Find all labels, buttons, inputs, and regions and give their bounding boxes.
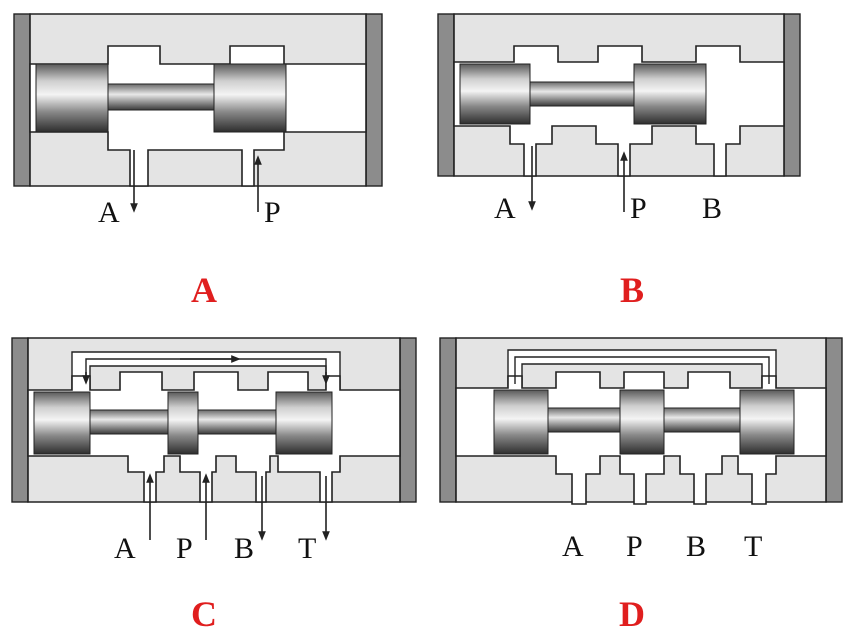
port-label: P: [176, 532, 193, 565]
valve-panel-c: A P B T C: [11, 337, 417, 634]
port-label: B: [234, 532, 254, 565]
port-label: T: [744, 530, 762, 563]
end-cap-right: [783, 13, 801, 177]
port-label: P: [630, 192, 647, 225]
spool-land: [275, 391, 333, 455]
caption: B: [620, 270, 644, 310]
caption: A: [191, 270, 217, 310]
port-label: B: [702, 192, 722, 225]
spool-land: [493, 389, 549, 455]
end-cap-left: [439, 337, 457, 503]
spool-rod: [197, 409, 277, 435]
caption: C: [191, 594, 217, 634]
spool-land: [633, 63, 707, 125]
caption: D: [619, 594, 645, 634]
end-cap-left: [13, 13, 31, 187]
spool-land: [35, 63, 109, 133]
spool-land: [739, 389, 795, 455]
spool-land: [459, 63, 531, 125]
end-cap-right: [825, 337, 843, 503]
spool-land: [167, 391, 199, 455]
valve-panel-d: A P B T D: [439, 337, 843, 634]
spool-rod: [107, 83, 215, 111]
port-label: A: [562, 530, 584, 563]
spool-land: [33, 391, 91, 455]
port-label: A: [114, 532, 136, 565]
spool-land: [619, 389, 665, 455]
port-label: A: [494, 192, 516, 225]
return-flow-line: [514, 356, 770, 384]
port-label: T: [298, 532, 316, 565]
end-cap-right: [365, 13, 383, 187]
valve-panel-a: A P A: [13, 13, 383, 310]
end-cap-right: [399, 337, 417, 503]
spool-rod: [663, 407, 741, 433]
port-label: A: [98, 196, 120, 229]
spool-rod: [547, 407, 621, 433]
valve-panel-b: A P B B: [437, 13, 801, 310]
end-cap-left: [437, 13, 455, 177]
end-cap-left: [11, 337, 29, 503]
spool-rod: [89, 409, 169, 435]
port-label: B: [686, 530, 706, 563]
spool-rod: [529, 81, 635, 107]
port-label: P: [264, 196, 281, 229]
spool-land: [213, 63, 287, 133]
port-label: P: [626, 530, 643, 563]
